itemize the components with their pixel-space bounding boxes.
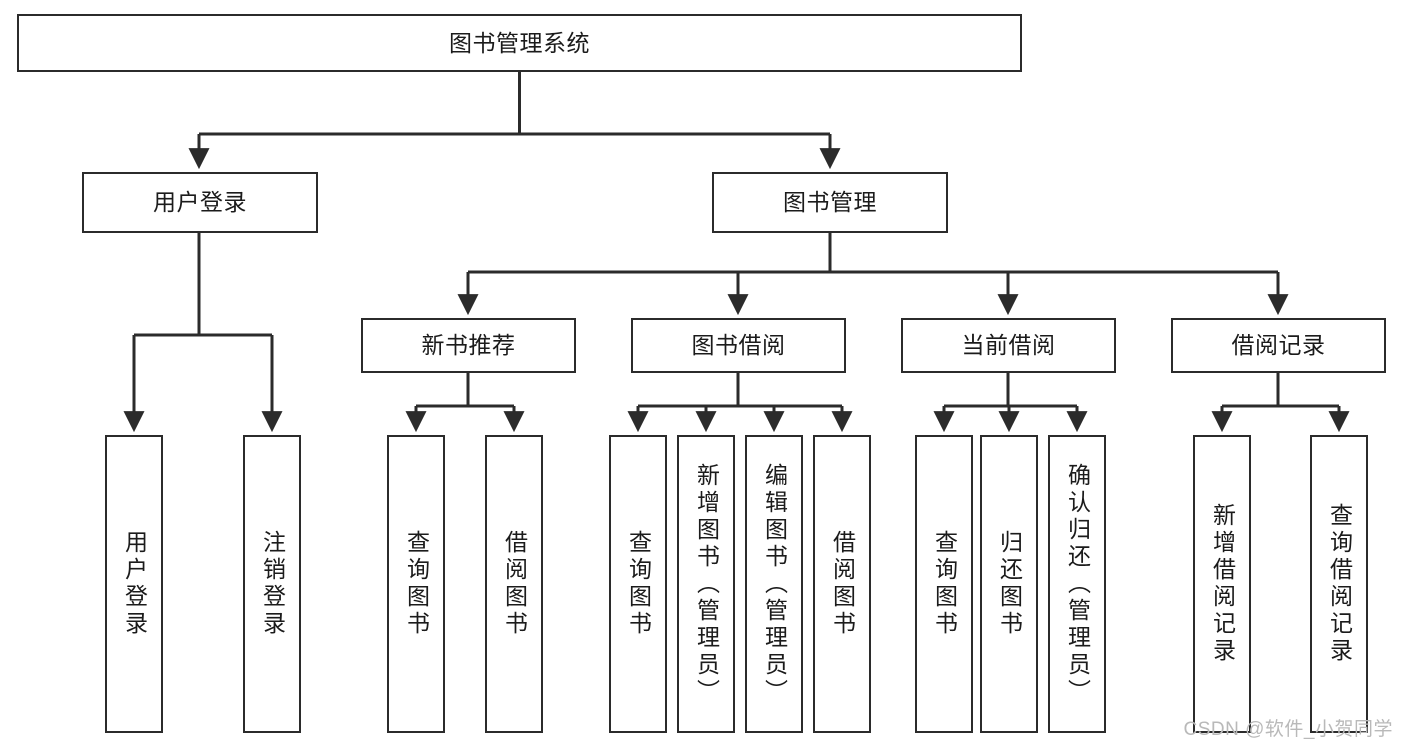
leaf-add-book-admin[interactable]: 新增图书（管理员） [677, 435, 735, 733]
node-new-book-recommend[interactable]: 新书推荐 [361, 318, 576, 373]
leaf-borrow-book-recommend[interactable]: 借阅图书 [485, 435, 543, 733]
node-borrow-record[interactable]: 借阅记录 [1171, 318, 1386, 373]
node-current-borrow[interactable]: 当前借阅 [901, 318, 1116, 373]
node-label: 新增图书（管理员） [693, 462, 720, 706]
node-book-management[interactable]: 图书管理 [712, 172, 948, 233]
node-label: 图书借阅 [691, 332, 786, 359]
node-label: 查询图书 [931, 530, 958, 638]
node-label: 归还图书 [996, 530, 1023, 638]
node-user-login[interactable]: 用户登录 [82, 172, 318, 233]
node-label: 借阅记录 [1231, 332, 1326, 359]
node-label: 借阅图书 [501, 530, 528, 638]
node-label: 借阅图书 [829, 530, 856, 638]
node-label: 查询图书 [625, 530, 652, 638]
leaf-query-book-borrow[interactable]: 查询图书 [609, 435, 667, 733]
node-book-borrow[interactable]: 图书借阅 [631, 318, 846, 373]
node-label: 确认归还（管理员） [1064, 462, 1091, 706]
leaf-edit-book-admin[interactable]: 编辑图书（管理员） [745, 435, 803, 733]
leaf-logout[interactable]: 注销登录 [243, 435, 301, 733]
node-label: 当前借阅 [961, 332, 1056, 359]
leaf-query-book-recommend[interactable]: 查询图书 [387, 435, 445, 733]
node-label: 注销登录 [259, 530, 286, 638]
node-label: 图书管理 [783, 189, 877, 216]
csdn-watermark: CSDN @软件_小贺同学 [1183, 719, 1393, 740]
leaf-query-book-current[interactable]: 查询图书 [915, 435, 973, 733]
node-label: 查询借阅记录 [1326, 503, 1353, 665]
leaf-query-borrow-record[interactable]: 查询借阅记录 [1310, 435, 1368, 733]
node-label: 编辑图书（管理员） [761, 462, 788, 706]
leaf-return-book[interactable]: 归还图书 [980, 435, 1038, 733]
node-label: 新书推荐 [421, 332, 516, 359]
node-label: 图书管理系统 [449, 29, 590, 56]
leaf-borrow-book[interactable]: 借阅图书 [813, 435, 871, 733]
leaf-user-login[interactable]: 用户登录 [105, 435, 163, 733]
leaf-confirm-return-admin[interactable]: 确认归还（管理员） [1048, 435, 1106, 733]
node-root-system[interactable]: 图书管理系统 [17, 14, 1022, 72]
node-label: 用户登录 [121, 530, 148, 638]
node-label: 用户登录 [153, 189, 247, 216]
node-label: 新增借阅记录 [1209, 503, 1236, 665]
leaf-add-borrow-record[interactable]: 新增借阅记录 [1193, 435, 1251, 733]
node-label: 查询图书 [403, 530, 430, 638]
